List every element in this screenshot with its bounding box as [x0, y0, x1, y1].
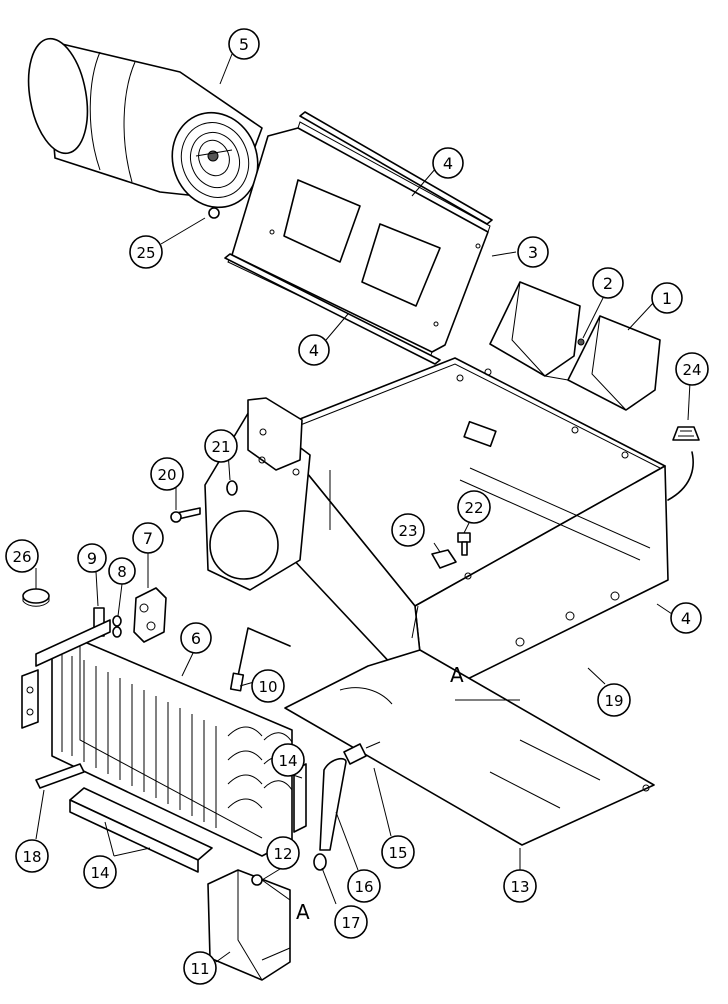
callout-8: 8 [108, 557, 136, 585]
callout-16: 16 [347, 869, 381, 903]
callout-10: 10 [251, 669, 285, 703]
callout-label: 24 [682, 361, 701, 379]
callout-label: 16 [354, 878, 373, 896]
drain-fitting [343, 741, 381, 765]
callout-11: 11 [183, 951, 217, 985]
callout-14-right: 14 [271, 743, 305, 777]
callout-5: 5 [228, 28, 260, 60]
callout-6: 6 [180, 622, 212, 654]
callout-label: 15 [388, 844, 407, 862]
callout-7: 7 [132, 522, 164, 554]
clamp [313, 853, 327, 871]
control-module [207, 869, 291, 981]
callout-label: 4 [443, 154, 453, 173]
callout-label: 14 [90, 864, 109, 882]
callout-label: 5 [239, 35, 249, 54]
bracket-pair [489, 281, 661, 411]
callout-25: 25 [129, 235, 163, 269]
clip-23 [431, 549, 472, 580]
callout-label: 10 [258, 678, 277, 696]
callout-label: 26 [12, 548, 31, 566]
callout-label: 19 [604, 692, 623, 710]
callout-20: 20 [150, 457, 184, 491]
callout-label: 25 [136, 244, 155, 262]
washer-21 [226, 480, 238, 496]
callout-4-top: 4 [432, 147, 464, 179]
callout-label: 17 [341, 914, 360, 932]
callout-14-lower: 14 [83, 855, 117, 889]
callout-1: 1 [651, 282, 683, 314]
callout-label: 22 [464, 499, 483, 517]
base-plate [284, 649, 655, 846]
callout-label: 9 [87, 549, 97, 568]
callout-label: 11 [190, 960, 209, 978]
callout-3: 3 [517, 236, 549, 268]
callout-24: 24 [675, 352, 709, 386]
callout-17: 17 [334, 905, 368, 939]
foam-block-lower [69, 787, 213, 873]
callout-21: 21 [204, 429, 238, 463]
reference-marker-a: A [450, 663, 464, 687]
seal-strip-18 [35, 763, 85, 789]
seal-strip-top [299, 111, 493, 225]
callout-18: 18 [15, 839, 49, 873]
housing-box [271, 357, 694, 701]
bolt-20 [170, 507, 201, 523]
callout-19: 19 [597, 683, 631, 717]
callout-label: 6 [191, 629, 201, 648]
expansion-valve [133, 587, 167, 643]
callout-label: 7 [143, 529, 153, 548]
callout-label: 21 [211, 438, 230, 456]
callout-label: 12 [273, 845, 292, 863]
callout-26: 26 [5, 539, 39, 573]
callout-label: 20 [157, 466, 176, 484]
callout-label: 13 [510, 878, 529, 896]
reference-marker-a: A [296, 900, 310, 924]
callout-label: 18 [22, 848, 41, 866]
callout-15: 15 [381, 835, 415, 869]
blower-motor [27, 37, 263, 219]
callout-label: 4 [309, 341, 319, 360]
callout-2: 2 [592, 267, 624, 299]
side-plate [204, 397, 311, 591]
callout-22: 22 [457, 490, 491, 524]
callout-label: 23 [398, 522, 417, 540]
callout-4-mid: 4 [298, 334, 330, 366]
callout-13: 13 [503, 869, 537, 903]
grommet [672, 426, 700, 441]
callout-label: 4 [681, 609, 691, 628]
callout-label: 3 [528, 243, 538, 262]
callout-12: 12 [266, 836, 300, 870]
callout-label: 14 [278, 752, 297, 770]
callout-label: 1 [662, 289, 672, 308]
evaporator-core [21, 619, 293, 857]
callout-4-right: 4 [670, 602, 702, 634]
seal-strip-bottom [224, 253, 441, 365]
drain-tube [319, 757, 347, 851]
cap [22, 588, 50, 607]
callout-9: 9 [77, 543, 107, 573]
callout-23: 23 [391, 513, 425, 547]
callout-label: 8 [117, 563, 127, 581]
callout-label: 2 [603, 274, 613, 293]
